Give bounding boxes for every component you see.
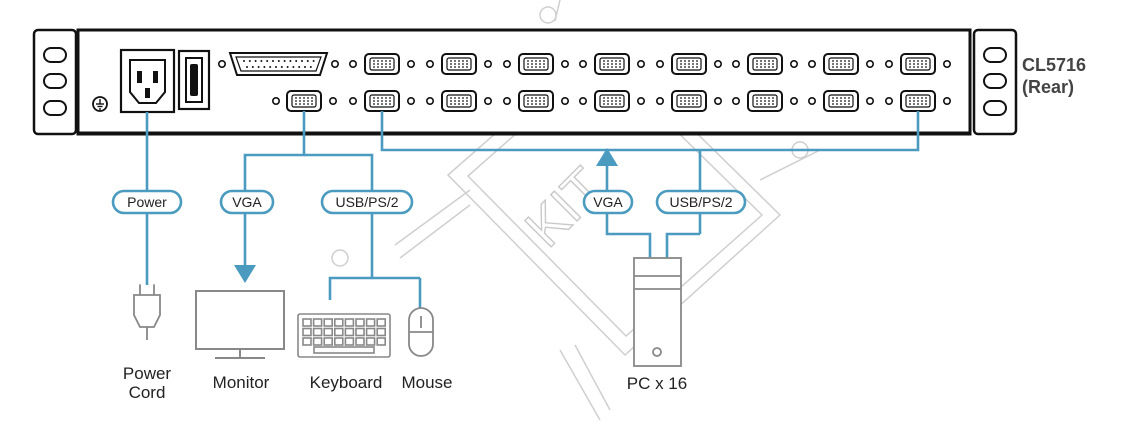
power-cord-label: Power Cord	[113, 364, 181, 402]
keyboard-key	[355, 318, 365, 327]
keyboard-key	[333, 318, 344, 327]
keyboard-key	[344, 318, 355, 327]
keyboard-key	[365, 327, 376, 337]
monitor-label: Monitor	[212, 373, 270, 392]
power-cable-label: Power	[127, 194, 167, 210]
device-model-label: CL5716 (Rear)	[1022, 54, 1086, 98]
console-usb-branch	[304, 153, 374, 300]
pc-tower-icon	[633, 257, 682, 367]
keyboard-key	[376, 318, 387, 327]
power-cord-label-line1: Power	[122, 364, 172, 383]
model-name: CL5716	[1022, 55, 1087, 75]
usb-console-cable-label: USB/PS/2	[335, 194, 398, 210]
keyboard-icon	[297, 313, 391, 358]
keyboard-key	[355, 337, 365, 346]
label-pills	[111, 189, 747, 215]
power-cord-label-line2: Cord	[128, 383, 166, 402]
mouse-icon	[408, 307, 434, 357]
keyboard-key	[302, 327, 312, 337]
keyboard-key	[333, 337, 344, 346]
keyboard-key	[312, 337, 323, 346]
keyboard-key	[344, 337, 355, 346]
power-socket-icon	[119, 48, 176, 114]
keyboard-key	[344, 327, 355, 337]
right-rack-ear	[972, 28, 1018, 136]
monitor-icon	[195, 290, 285, 359]
keyboard-spacebar	[313, 346, 375, 354]
pc-arrow	[596, 148, 618, 166]
keyboard-key	[365, 337, 376, 346]
keyboard-key	[323, 318, 334, 327]
power-plug-icon	[133, 284, 161, 340]
keyboard-key	[365, 318, 376, 327]
keyboard-key	[312, 318, 323, 327]
db25-port	[218, 52, 340, 76]
vga-console-cable-label: VGA	[232, 194, 262, 210]
keyboard-key	[302, 337, 312, 346]
keyboard-key	[312, 327, 323, 337]
keyboard-key	[323, 327, 334, 337]
model-view: (Rear)	[1022, 77, 1075, 97]
keyboard-key	[355, 327, 365, 337]
keyboard-key	[376, 337, 387, 346]
ground-icon	[92, 96, 108, 112]
keyboard-key	[333, 327, 344, 337]
keyboard-key	[323, 337, 334, 346]
pc-label: PC x 16	[626, 374, 688, 393]
keyboard-label: Keyboard	[309, 373, 383, 392]
vga-pc-cable-label: VGA	[593, 194, 623, 210]
kvm-chassis	[76, 28, 972, 136]
pc-port-bus	[380, 111, 920, 152]
keyboard-key	[376, 327, 387, 337]
keyboard-key	[302, 318, 312, 327]
usb-pc-cable-label: USB/PS/2	[669, 194, 732, 210]
mouse-label: Mouse	[401, 373, 453, 392]
left-rack-ear	[32, 28, 78, 136]
monitor-arrow	[234, 265, 256, 283]
power-switch-icon	[177, 49, 211, 111]
